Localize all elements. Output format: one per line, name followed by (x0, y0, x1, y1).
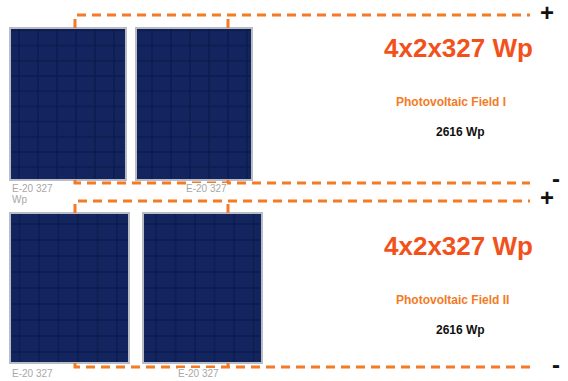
field-power: 2616 Wp (436, 126, 485, 139)
solar-panels (10, 28, 262, 363)
array-config: 4x2x327 Wp (384, 34, 533, 63)
polarity-sign: - (552, 352, 560, 378)
field-name: Photovoltaic Field II (396, 294, 509, 307)
polarity-sign: + (540, 185, 554, 211)
field-power: 2616 Wp (436, 324, 485, 337)
panel-model: E-20 327 (12, 368, 53, 379)
dc-wiring (75, 15, 530, 367)
panel-model: E-20 327 (186, 183, 227, 194)
polarity-sign: + (540, 0, 554, 26)
panel-model: E-20 327 (178, 368, 219, 379)
panel-model: E-20 327 Wp (12, 183, 60, 205)
field-name: Photovoltaic Field I (396, 96, 506, 109)
array-config: 4x2x327 Wp (384, 232, 533, 261)
